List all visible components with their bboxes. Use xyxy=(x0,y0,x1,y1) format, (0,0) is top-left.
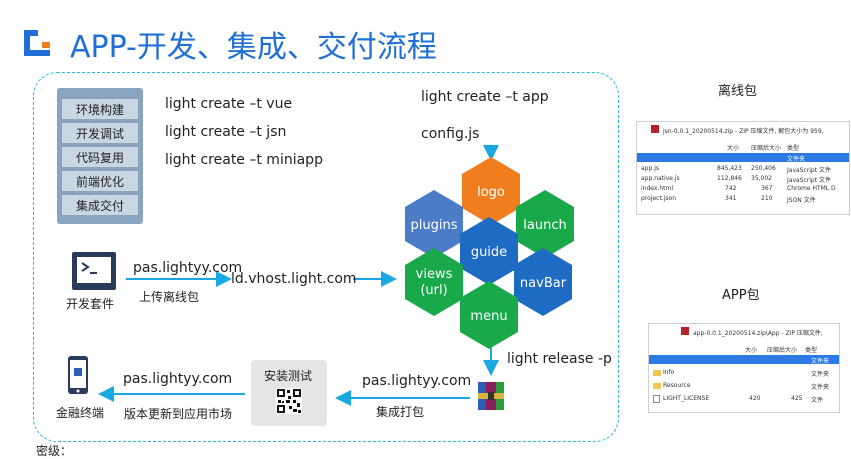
offline-col-size: 大小 xyxy=(727,145,740,152)
security-level-label: 密级： xyxy=(36,444,73,458)
offline-row-name: app.native.js xyxy=(641,175,680,182)
svg-text:navBar: navBar xyxy=(520,276,567,291)
app-row-name: Info xyxy=(663,369,675,376)
cmd-miniapp: light create –t miniapp xyxy=(165,152,323,168)
offline-folder-type: 文件夹 xyxy=(787,156,806,163)
offline-row-type: JavaScript 文件 xyxy=(787,177,831,184)
terminal-icon xyxy=(72,252,116,290)
app-row-size: 420 xyxy=(749,395,761,402)
file-icon xyxy=(653,395,660,403)
cmd-vue: light create –t vue xyxy=(165,96,293,112)
cmd-app: light create –t app xyxy=(421,89,549,105)
finance-terminal-label: 金融终端 xyxy=(56,406,105,420)
pas-market-host: pas.lightyy.com xyxy=(123,371,233,387)
zip-icon xyxy=(681,327,689,335)
integrate-label: 集成打包 xyxy=(376,405,425,419)
archive-icon xyxy=(478,382,504,410)
offline-package-title: 离线包 xyxy=(718,84,758,99)
hex-navbar: navBar xyxy=(514,248,572,316)
offline-package-panel: jsn-0.0.1_20200514.zip - ZIP 压缩文件, 解包大小为… xyxy=(636,121,850,215)
flow-container xyxy=(33,72,619,442)
app-col-size: 大小 xyxy=(745,347,758,354)
feature-env: 环境构建 xyxy=(62,99,138,119)
offline-folder-row[interactable]: 文件夹 xyxy=(637,153,849,163)
pas-upload-host: pas.lightyy.com xyxy=(133,260,243,276)
pas-integrate-host: pas.lightyy.com xyxy=(362,373,472,389)
hex-logo: logo xyxy=(462,157,520,225)
hex-launch: launch xyxy=(516,190,574,258)
app-row-type: 文件夹 xyxy=(811,384,830,391)
offline-row-type: JSON 文件 xyxy=(787,197,816,204)
brand-logo-icon xyxy=(24,30,50,56)
offline-row-packed: 210 xyxy=(761,195,773,202)
hex-views: views (url) xyxy=(405,248,463,316)
install-test-box: 安装测试 xyxy=(251,360,327,426)
offline-row-size: 112,846 xyxy=(717,175,742,182)
svg-text:launch: launch xyxy=(523,218,566,233)
hex-menu: menu xyxy=(460,281,518,349)
offline-row-name: project.json xyxy=(641,195,676,202)
svg-text:views: views xyxy=(416,267,453,282)
app-row-type: 文件夹 xyxy=(811,371,830,378)
svg-text:logo: logo xyxy=(477,185,505,200)
install-test-label: 安装测试 xyxy=(264,369,313,383)
offline-row-size: 845,423 xyxy=(717,165,742,172)
offline-row-size: 742 xyxy=(725,185,737,192)
offline-row-name: app.js xyxy=(641,165,659,172)
svg-text:guide: guide xyxy=(471,245,507,260)
svg-text:(url): (url) xyxy=(420,283,447,298)
offline-row-type: JavaScript 文件 xyxy=(787,167,831,174)
offline-row-packed: 367 xyxy=(761,185,773,192)
app-package-panel: app-0.0.1_20200514.zip\App - ZIP 压缩文件, 大… xyxy=(648,323,840,413)
upload-label: 上传离线包 xyxy=(139,290,200,304)
feature-reuse: 代码复用 xyxy=(62,147,138,167)
dev-kit-label: 开发套件 xyxy=(66,297,115,311)
app-col-type: 类型 xyxy=(805,347,818,354)
hex-guide: guide xyxy=(460,217,518,285)
svg-text:plugins: plugins xyxy=(411,218,458,233)
app-row-name: LIGHT_LICENSE xyxy=(663,395,710,402)
offline-col-type: 类型 xyxy=(787,145,800,152)
folder-icon xyxy=(653,370,661,376)
app-row-type: 文件 xyxy=(811,397,824,404)
vhost-label: ld.vhost.light.com xyxy=(231,271,357,287)
offline-row-packed: 250,406 xyxy=(751,165,776,172)
config-file: config.js xyxy=(421,126,480,142)
cmd-jsn: light create –t jsn xyxy=(165,124,287,140)
feature-debug: 开发调试 xyxy=(62,123,138,143)
app-path: app-0.0.1_20200514.zip\App - ZIP 压缩文件, xyxy=(693,330,823,337)
app-folder-row[interactable]: 文件夹 xyxy=(649,355,839,365)
offline-row-name: index.html xyxy=(641,185,673,192)
app-row-name: Resource xyxy=(663,382,691,389)
page-title: APP-开发、集成、交付流程 xyxy=(70,30,437,65)
offline-path: jsn-0.0.1_20200514.zip - ZIP 压缩文件, 解包大小为… xyxy=(663,128,824,135)
app-folder-type: 文件夹 xyxy=(811,358,830,365)
feature-optimize: 前端优化 xyxy=(62,171,138,191)
folder-icon xyxy=(653,383,661,389)
offline-row-packed: 35,002 xyxy=(751,175,772,182)
app-row-packed: 425 xyxy=(791,395,803,402)
svg-text:menu: menu xyxy=(470,309,507,324)
app-col-packed: 压缩后大小 xyxy=(767,347,798,354)
qr-code-icon xyxy=(276,388,302,414)
app-package-title: APP包 xyxy=(722,288,760,303)
offline-col-packed: 压缩后大小 xyxy=(751,145,782,152)
hex-plugins: plugins xyxy=(405,190,463,258)
zip-icon xyxy=(651,125,659,133)
mobile-device-icon xyxy=(68,356,88,394)
release-command: light release -p xyxy=(507,351,612,367)
offline-row-type: Chrome HTML D xyxy=(787,185,836,192)
feature-deliver: 集成交付 xyxy=(62,195,138,215)
feature-list: 环境构建 开发调试 代码复用 前端优化 集成交付 xyxy=(57,88,143,224)
version-update-label: 版本更新到应用市场 xyxy=(124,407,233,421)
offline-row-size: 341 xyxy=(725,195,737,202)
